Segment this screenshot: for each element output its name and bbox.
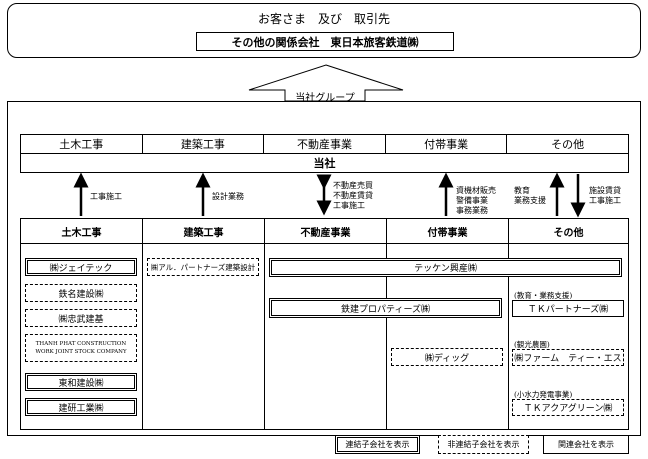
segment-other: その他 [551,138,585,151]
column-header-ancillary: 付帯事業 [386,218,509,244]
related-company-box: その他の関係会社 東日本旅客鉄道㈱ [196,32,454,51]
legend-non-consolidated: 非連結子会社を表示 [438,435,529,454]
legend-affiliate: 関連会社を表示 [543,435,629,454]
segment-building: 建築工事 [143,135,265,153]
flow-other-down-2: 工事施工 [589,196,621,205]
company-towa: 東和建設㈱ [25,373,137,391]
flow-other-up-1: 教育 [514,186,530,195]
flow-label-ancillary: 資機材販売 警備事業 事務業務 [456,186,496,216]
flow-realestate-3: 工事施工 [333,201,365,210]
customers-box [7,3,641,58]
company-al-partners: ㈱アル．パートナーズ建築設計 [147,258,259,276]
company-tekken-properties: 鉄建プロパティーズ㈱ [269,298,502,318]
group-box [7,101,641,436]
flow-ancillary-1: 資機材販売 [456,186,496,195]
column-header-civil: 土木工事 [20,218,143,244]
company-tk-partners: ＴＫパートナーズ㈱ [512,300,624,317]
company-thanh-phat: THANH PHAT CONSTRUCTION WORK JOINT STOCK… [25,334,137,362]
column-building [142,218,265,430]
other-group-label-2: (観光農園) [514,340,550,349]
other-group-label-1: (教育・業務支援) [514,291,573,300]
column-header-other: その他 [508,218,629,244]
company-dig: ㈱ディッグ [391,348,503,366]
company-tetsumei: 鉄名建設㈱ [25,284,137,302]
flow-realestate-1: 不動産売買 [333,181,373,190]
flow-label-civil: 工事施工 [90,192,122,201]
flow-realestate-2: 不動産賃貸 [333,191,373,200]
flow-ancillary-3: 事務業務 [456,206,488,215]
company-farm-ts: ㈱ファーム ティー・エス [512,349,624,366]
flow-label-building: 設計業務 [212,192,244,201]
column-ancillary [386,218,509,430]
flow-other-down-1: 施設賃貸 [589,186,621,195]
segment-realestate: 不動産事業 [264,135,386,153]
company-tk-aquagreen: ＴＫアクアグリーン㈱ [512,399,624,416]
customers-title: お客さま 及び 取引先 [257,11,390,26]
flow-label-other-down: 施設賃貸 工事施工 [589,186,621,206]
legend-consolidated: 連結子会社を表示 [335,435,420,454]
column-header-building: 建築工事 [142,218,265,244]
other-group-label-3: (小水力発電事業) [514,390,573,399]
company-kenken: 建研工業㈱ [25,398,137,416]
flow-ancillary-2: 警備事業 [456,196,488,205]
company-chubu-kenki: ㈱忠武建基 [25,309,137,327]
column-realestate [264,218,387,430]
column-header-realestate: 不動産事業 [264,218,387,244]
segment-ancillary: 付帯事業 [386,135,508,153]
segment-civil: 土木工事 [21,135,143,153]
company-bar: 当社 [20,153,629,173]
flow-other-up-2: 業務支援 [514,196,546,205]
flow-label-realestate: 不動産売買 不動産賃貸 工事施工 [333,181,373,211]
company-jtec: ㈱ジェイテック [25,258,137,276]
flow-label-other-up: 教育 業務支援 [514,186,546,206]
group-label: 当社グループ [295,92,355,104]
company-tekken-kosan: テッケン興産㈱ [269,258,622,277]
